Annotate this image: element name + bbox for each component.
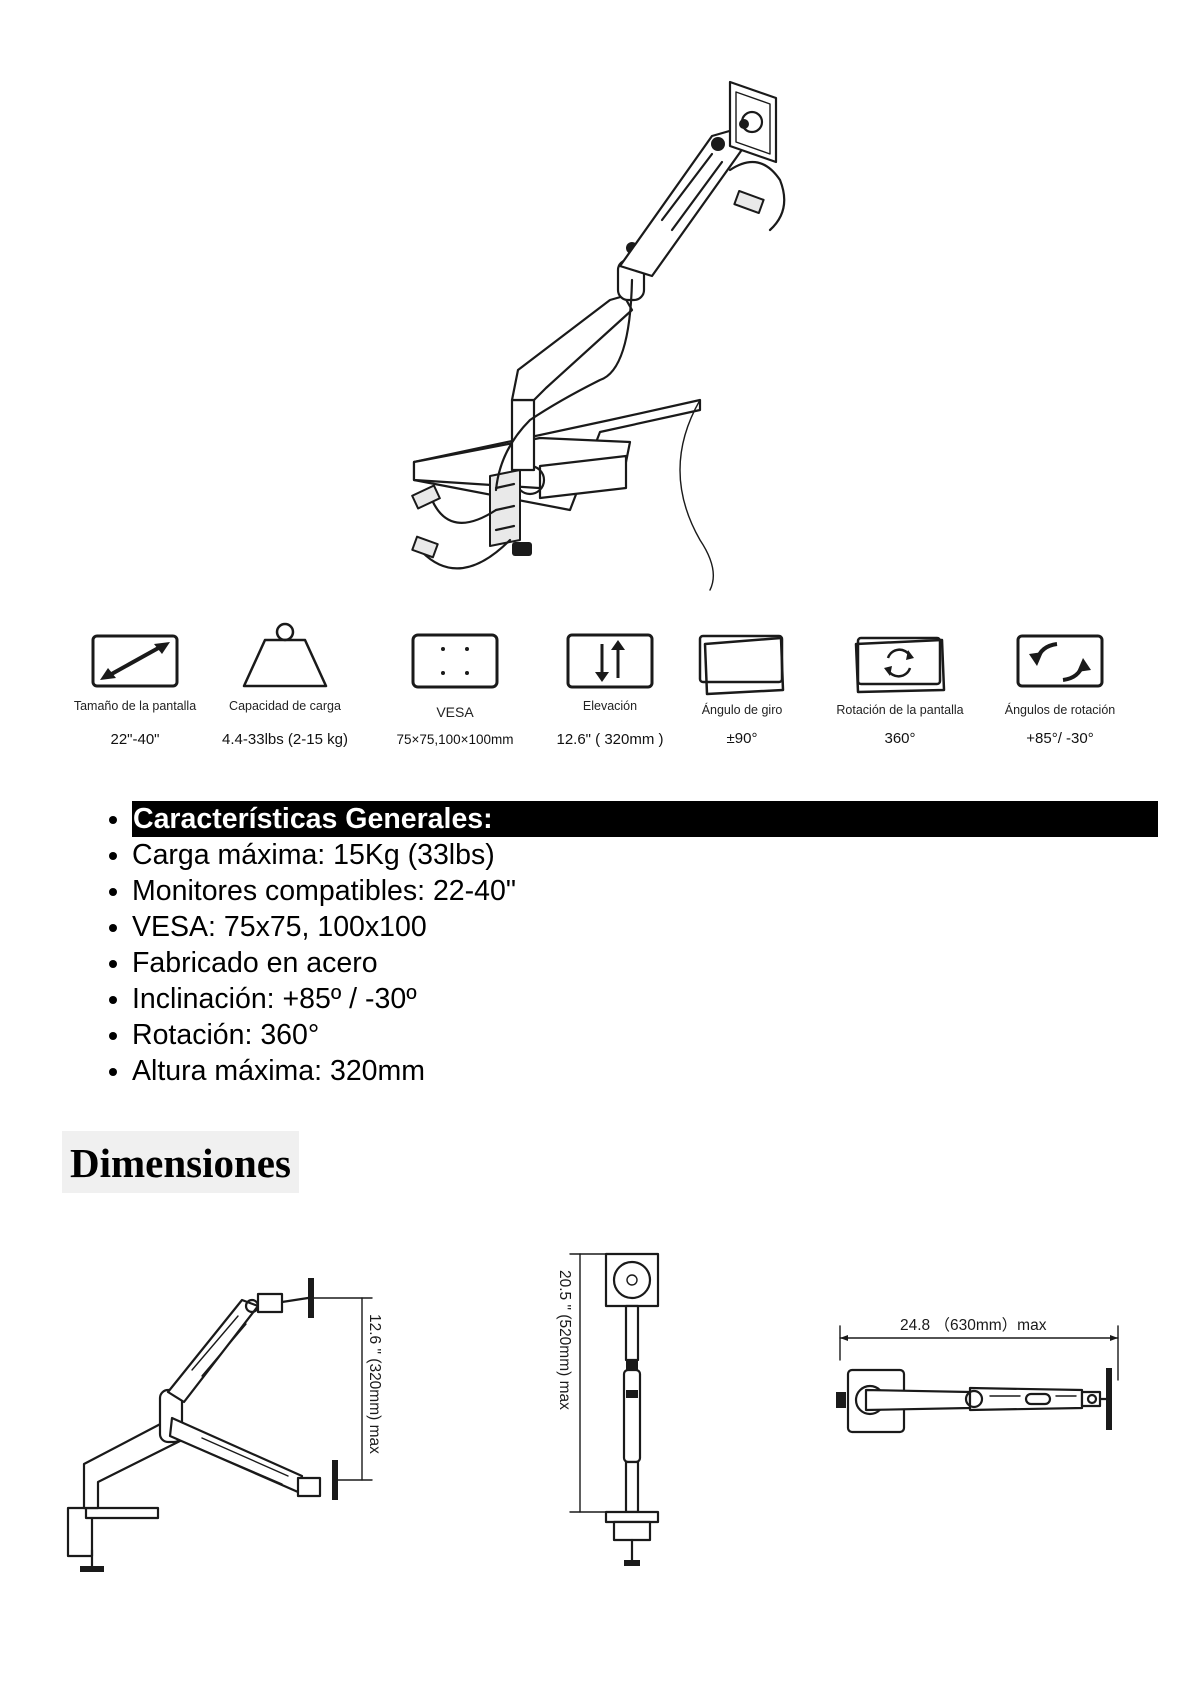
vesa-icon [411, 633, 499, 689]
spec-tilt: Ángulos de rotación +85°/ -30° [980, 632, 1140, 748]
reach-dimension-label: 24.8 （630mm）max [900, 1317, 1047, 1334]
spec-name: VESA [436, 704, 474, 720]
spec-screen-size: Tamaño de la pantalla 22"-40" [55, 632, 215, 749]
spec-screen-rotation: Rotación de la pantalla 360° [820, 632, 980, 748]
spec-name: Tamaño de la pantalla [73, 699, 197, 713]
list-item: Monitores compatibles: 22-40" [132, 873, 1158, 909]
screen-size-icon [91, 634, 179, 688]
spec-vesa: VESA 75×75,100×100mm [375, 632, 535, 749]
dimensions-heading: Dimensiones [62, 1131, 299, 1193]
list-item: Inclinación: +85º / -30º [132, 981, 1158, 1017]
spec-value: 4.4-33lbs (2-15 kg) [222, 731, 348, 748]
spec-value: 360° [884, 730, 916, 747]
spec-swivel: Ángulo de giro ±90° [662, 632, 822, 748]
elevation-icon [566, 633, 654, 689]
spec-value: 12.6" ( 320mm ) [556, 731, 664, 748]
list-item: Fabricado en acero [132, 945, 1158, 981]
weight-icon [242, 622, 328, 688]
spec-load-capacity: Capacidad de carga 4.4-33lbs (2-15 kg) [205, 622, 365, 749]
spec-name: Ángulos de rotación [1004, 703, 1116, 717]
rotation-icon [854, 636, 946, 694]
tilt-icon [1016, 634, 1104, 688]
spec-name: Ángulo de giro [701, 703, 783, 717]
spec-value: +85°/ -30° [1026, 730, 1094, 747]
list-item: Altura máxima: 320mm [132, 1053, 1158, 1089]
swivel-icon [698, 634, 785, 696]
spec-elevation: Elevación 12.6" ( 320mm ) [530, 632, 690, 749]
dimension-top-view: 24.8 （630mm）max [830, 1310, 1130, 1470]
list-item: Carga máxima: 15Kg (33lbs) [132, 837, 1158, 873]
features-list: Características Generales: Carga máxima:… [100, 801, 1158, 1089]
height-dimension-label: 20.5 " (520mm) max [556, 1270, 573, 1410]
elevation-dimension-label: 12.6 " (320mm) max [366, 1314, 383, 1454]
spec-value: 75×75,100×100mm [396, 732, 514, 747]
product-illustration [400, 70, 840, 610]
list-item: Rotación: 360° [132, 1017, 1158, 1053]
features-header: Características Generales: [132, 801, 1158, 837]
spec-name: Capacidad de carga [229, 699, 341, 713]
list-item: VESA: 75x75, 100x100 [132, 909, 1158, 945]
spec-name: Rotación de la pantalla [836, 703, 964, 717]
spec-value: 22"-40" [110, 731, 160, 748]
spec-name: Elevación [582, 699, 638, 713]
spec-value: ±90° [726, 730, 758, 747]
dimension-front-view: 20.5 " (520mm) max [550, 1250, 690, 1580]
dimension-side-view: 12.6 " (320mm) max [62, 1250, 442, 1580]
